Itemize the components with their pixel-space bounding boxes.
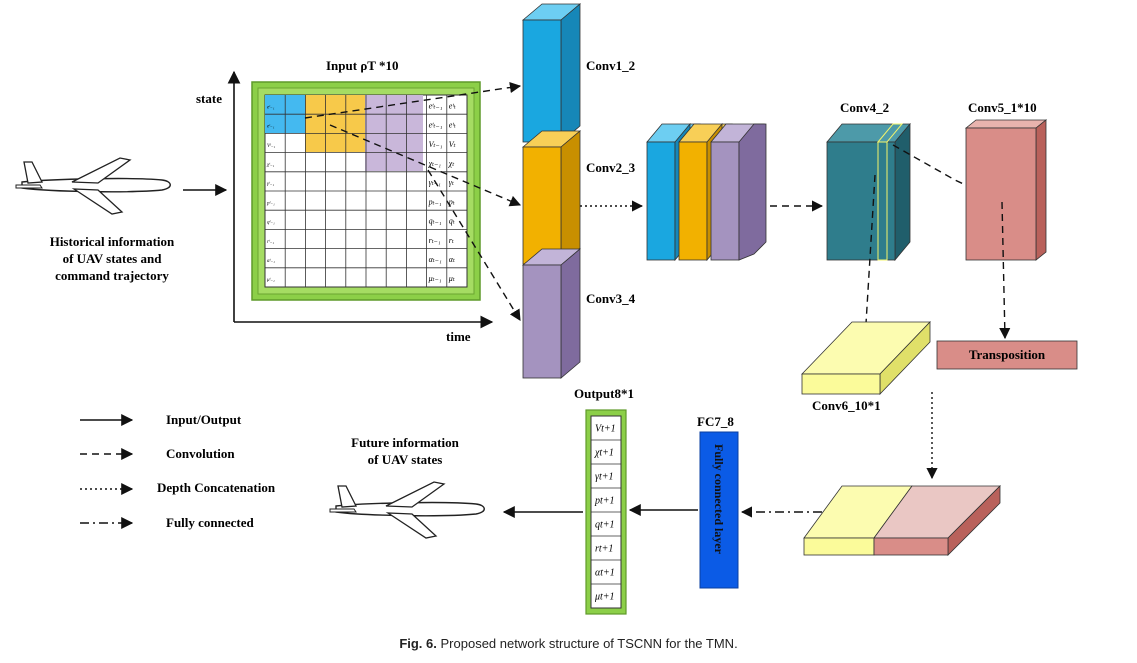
conv4-label: Conv4_2 (840, 100, 889, 115)
output-cell: χt+1 (594, 448, 614, 459)
grid-cell-text: χₜ₋₁ (428, 159, 442, 168)
grid-cell-text: pₜ (448, 197, 455, 206)
grid-cell-text: Vₜ (449, 140, 456, 149)
conv1-block (521, 3, 582, 143)
historical-label-line2: of UAV states and (63, 251, 163, 266)
grid-cell-text: eᵗₜ₋₁ (429, 101, 443, 110)
grid-cell-text: eᵗ₋₁ (267, 104, 275, 110)
grid-cell-text: rₜ₋₁ (429, 236, 441, 245)
conv5-block (964, 119, 1048, 261)
grid-cell-text: eᵗ₋₁ (267, 124, 275, 130)
grid-cell-text: μₜ₋₁ (428, 274, 442, 283)
fc7-text: Fully connected layer (712, 444, 726, 555)
input-conv-arrows (304, 81, 522, 321)
grid-cell-text: χᵗ₋₁ (266, 162, 275, 168)
conv6-label: Conv6_10*1 (812, 398, 881, 413)
aircraft-historical-icon (15, 157, 171, 215)
grid-cell-text: αᵗ₋₁ (267, 258, 275, 264)
historical-label-line3: command trajectory (55, 268, 169, 283)
historical-label-line1: Historical information (50, 234, 175, 249)
output-cell: pt+1 (594, 496, 615, 507)
grid-cell-text: rᵗ₋₁ (267, 239, 274, 245)
conv5-label: Conv5_1*10 (968, 100, 1037, 115)
grid-cell-text: Vᵗ₋₁ (267, 143, 276, 149)
future-label-line1: Future information (351, 435, 459, 450)
output-cell: rt+1 (595, 544, 613, 555)
conv2-label: Conv2_3 (586, 160, 636, 175)
network-diagram: Historical information of UAV states and… (15, 3, 1078, 615)
caption-prefix: Fig. 6. (399, 636, 437, 651)
grid-cell-text: αₜ₋₁ (429, 255, 442, 264)
input-matrix: eᵗ₋₁ eᵗ₋₁ Vᵗ₋₁ χᵗ₋₁ γᵗ₋₁ pᵗ₋₁ qᵗ₋₁ rᵗ₋₁ αᵗ₋₁ μᵗ₋₁… (251, 81, 481, 301)
merged-block (803, 485, 1001, 556)
caption-text: Proposed network structure of TSCNN for … (440, 636, 738, 651)
grid-cell-text: qₜ₋₁ (429, 217, 442, 226)
grid-cell-text: γₜ (449, 178, 454, 187)
output-label: Output8*1 (574, 386, 634, 401)
figure-caption: Fig. 6. Proposed network structure of TS… (0, 636, 1137, 651)
conv6-block (801, 321, 931, 395)
concat-stack (646, 122, 767, 262)
grid-cell-text: μₜ (448, 274, 455, 283)
grid-cell-text: χₜ (448, 159, 455, 168)
grid-cell-text: eᵗₜ₋₁ (429, 121, 443, 130)
grid-cell-text: μᵗ₋₁ (267, 277, 275, 283)
grid-cell-text: αₜ (449, 255, 455, 264)
output-cell: Vt+1 (595, 424, 616, 435)
grid-cell-text: eᵗₜ (449, 101, 456, 110)
grid-cell-text: γᵗ₋₁ (267, 181, 274, 187)
arrow-conv4-to-conv6 (860, 174, 876, 342)
conv3-label: Conv3_4 (586, 291, 636, 306)
conv2-block (521, 130, 582, 265)
fc7-label: FC7_8 (697, 414, 734, 429)
aircraft-future-icon (329, 481, 485, 539)
legend-label-3: Fully connected (166, 515, 255, 530)
transposition-box (936, 340, 1078, 370)
output-cell: γt+1 (595, 472, 613, 483)
output-cell: qt+1 (595, 520, 615, 531)
output-vector: Vt+1 χt+1 γt+1 pt+1 qt+1 rt+1 αt+1 μt+1 (585, 409, 627, 615)
grid-cell-text: qₜ (449, 217, 455, 226)
output-cell: αt+1 (595, 568, 615, 579)
legend-label-1: Convolution (166, 446, 235, 461)
grid-cell-text: Vₜ₋₁ (429, 140, 443, 149)
legend-label-2: Depth Concatenation (157, 480, 276, 495)
conv3-block (521, 248, 582, 379)
grid-cell-text: pᵗ₋₁ (266, 200, 275, 206)
conv1-label: Conv1_2 (586, 58, 635, 73)
grid-cell-text: γₜ₋₁ (429, 178, 441, 187)
legend-label-0: Input/Output (166, 412, 242, 427)
legend: Input/Output Convolution Depth Concatena… (80, 412, 276, 530)
output-cell: μt+1 (594, 592, 615, 603)
input-label: Input ρT *10 (326, 58, 398, 73)
grid-cell-text: eᵗₜ (449, 121, 456, 130)
grid-cell-text: qᵗ₋₁ (267, 220, 275, 226)
fc7-block (699, 431, 739, 589)
conv4-block (826, 122, 911, 262)
time-axis-label: time (446, 329, 471, 344)
future-label-line2: of UAV states (368, 452, 443, 467)
arrow-conv5-to-transposition (999, 201, 1011, 340)
grid-cell-text: rₜ (449, 236, 454, 245)
grid-cell-text: pₜ₋₁ (428, 197, 442, 206)
transposition-label: Transposition (969, 347, 1046, 362)
state-axis-label: state (196, 91, 222, 106)
